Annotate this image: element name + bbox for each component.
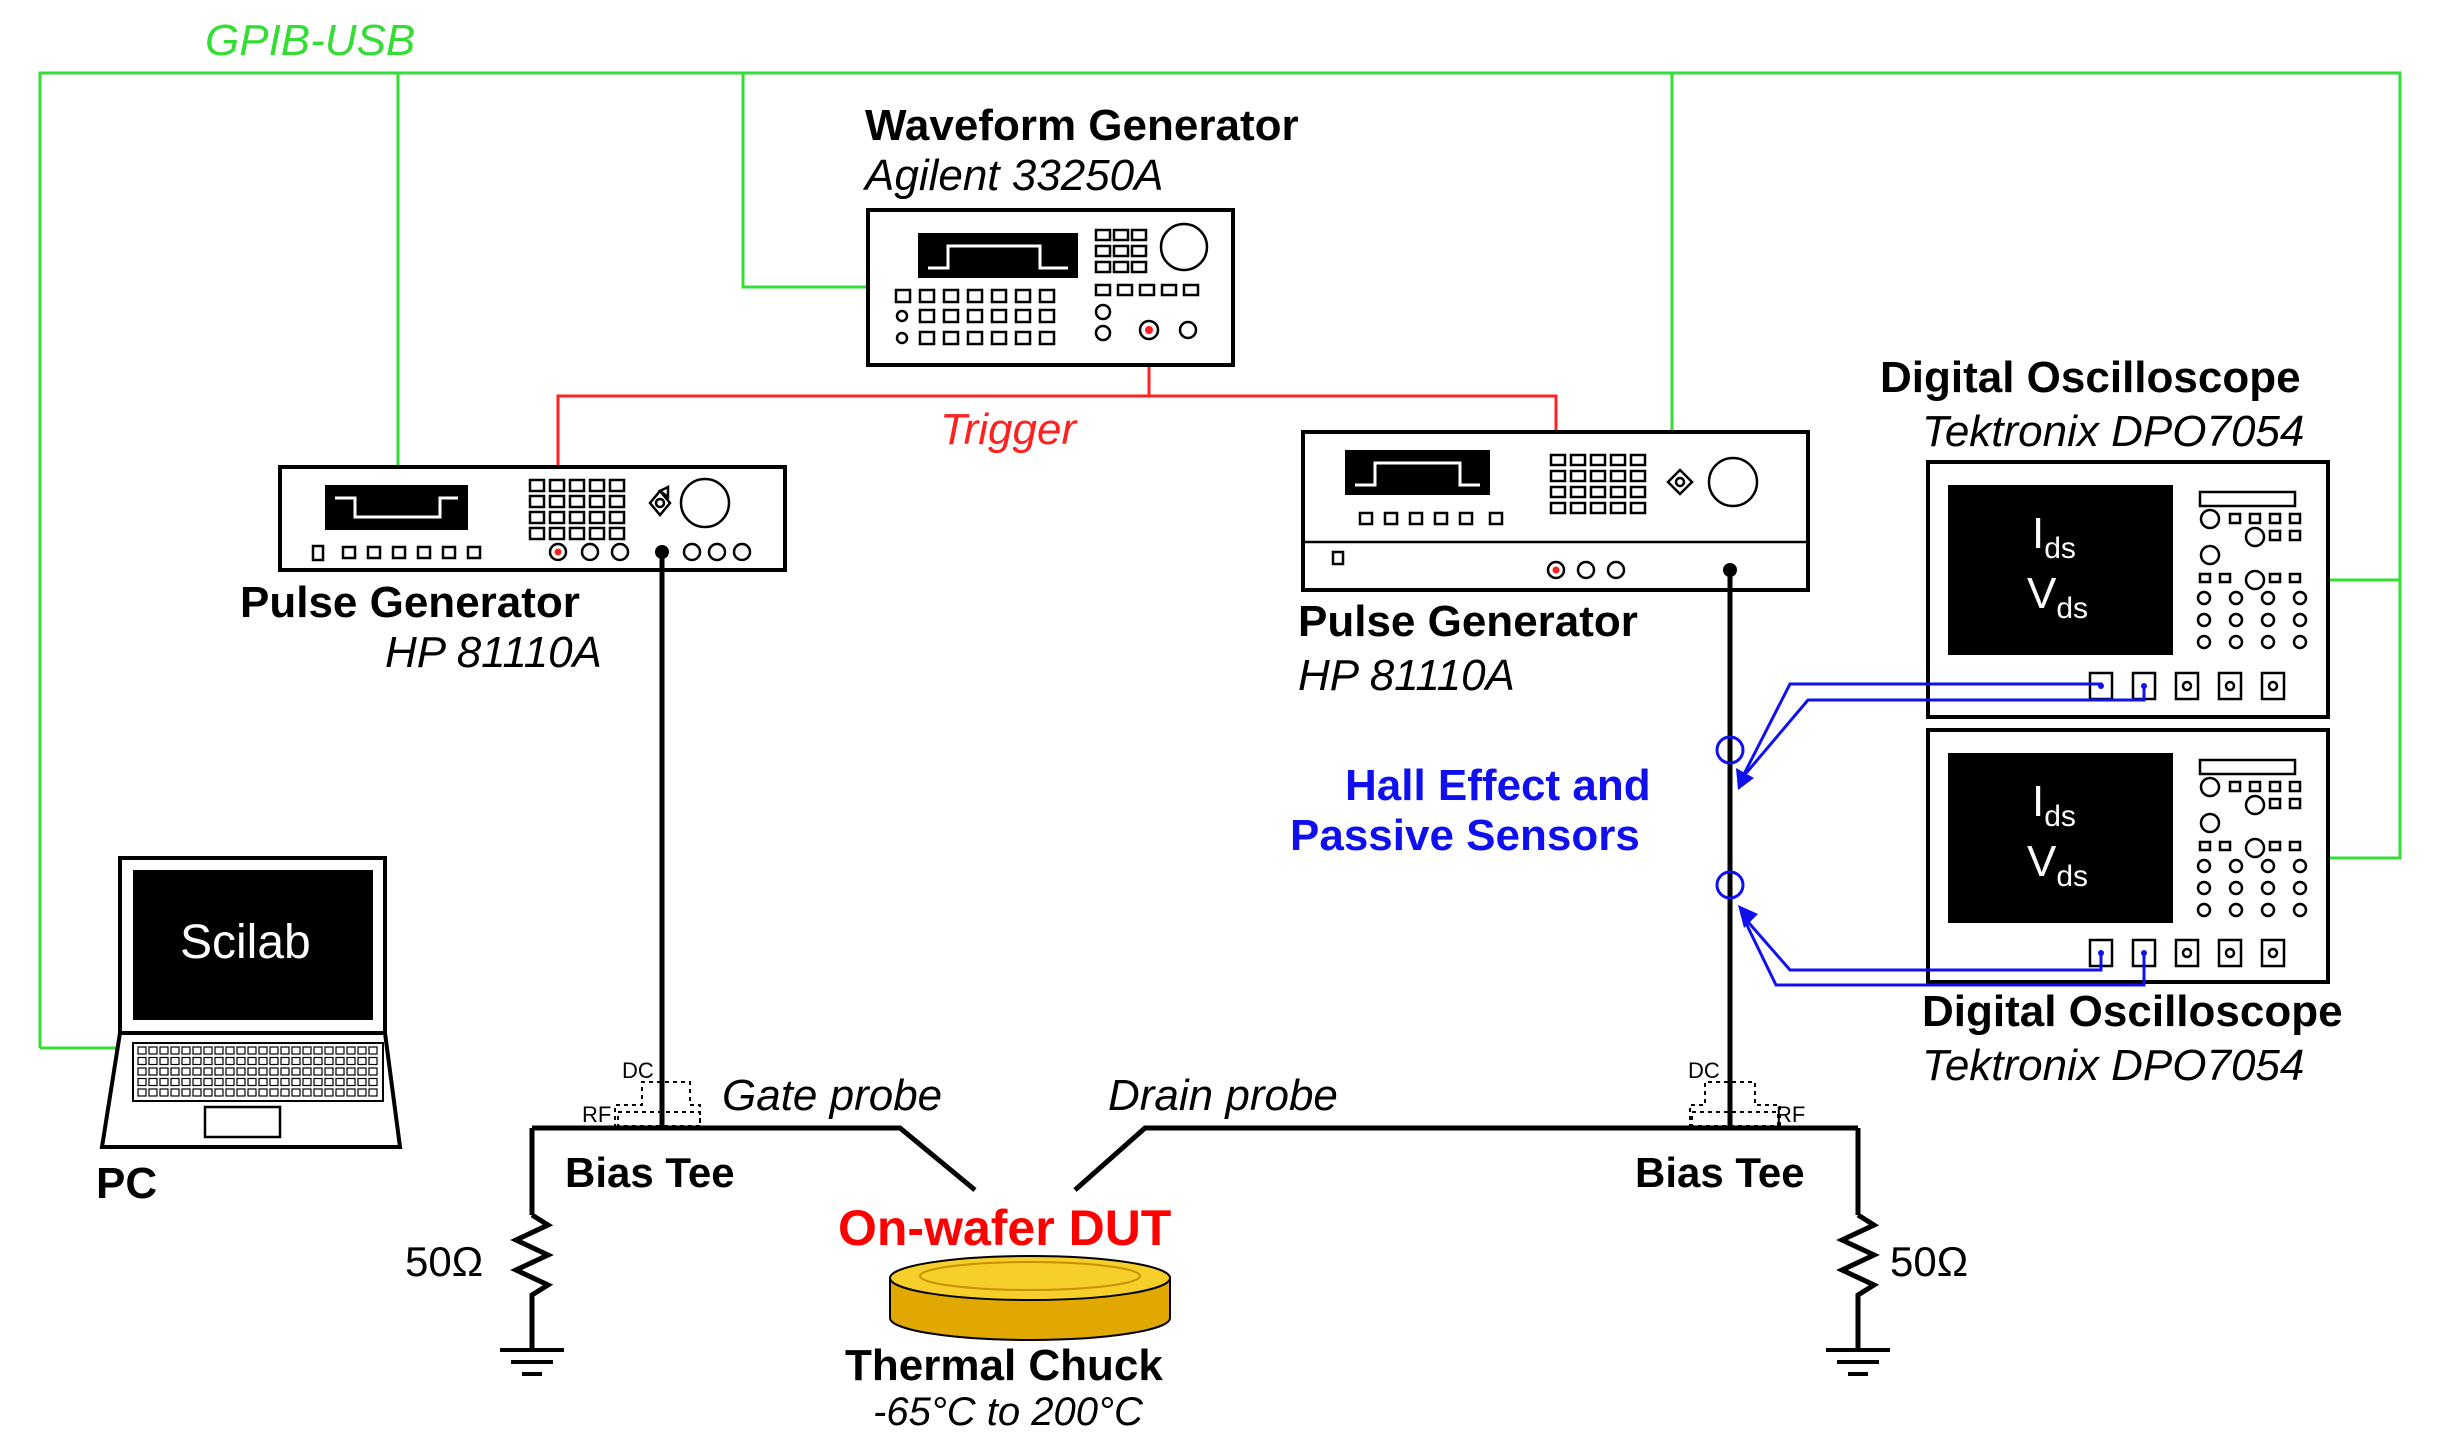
laptop-screen [133, 870, 373, 1020]
bias-tee-right [1689, 1081, 1781, 1128]
ids-symbol: I [2032, 509, 2044, 558]
svg-text:Ids: Ids [2032, 777, 2076, 833]
signal-wiring [529, 552, 1861, 1215]
resistor-left-label: 50Ω [405, 1238, 483, 1285]
thermal-chuck-icon [889, 1255, 1171, 1341]
sensors-label-line1: Hall Effect and [1345, 761, 1651, 810]
thermal-chuck-title: Thermal Chuck [845, 1341, 1163, 1390]
vds-subscript: ds [2056, 860, 2088, 893]
oscilloscope-top-model: Tektronix DPO7054 [1922, 407, 2304, 456]
waveform-generator-model: Agilent 33250A [862, 151, 1163, 200]
oscilloscope-bottom-title: Digital Oscilloscope [1922, 987, 2343, 1036]
drain-probe-label: Drain probe [1108, 1071, 1338, 1120]
arrow-pad-icon [648, 484, 672, 517]
ids-symbol: I [2032, 777, 2044, 826]
ground-right-icon [1826, 1348, 1890, 1376]
oscilloscope-top-title: Digital Oscilloscope [1880, 353, 2301, 402]
bias-tee-right-dc: DC [1688, 1058, 1720, 1083]
oscilloscope-top: Ids Vds [1926, 460, 2330, 719]
thermal-chuck-range: -65°C to 200°C [873, 1390, 1144, 1434]
waveform-generator-title: Waveform Generator [865, 101, 1299, 150]
resistor-right-label: 50Ω [1890, 1238, 1968, 1285]
pulse-generator-right-display [1345, 450, 1490, 495]
bias-tee-left-label: Bias Tee [565, 1149, 735, 1196]
svg-text:Vds: Vds [2027, 837, 2088, 893]
waveform-generator-display [918, 233, 1078, 278]
pulse-generator-right-model: HP 81110A [1298, 651, 1515, 700]
bias-tee-left [614, 1081, 701, 1128]
oscilloscope-bottom-model: Tektronix DPO7054 [1922, 1041, 2304, 1090]
bias-tee-left-dc: DC [622, 1058, 654, 1083]
gate-probe-label: Gate probe [722, 1071, 942, 1120]
ids-subscript: ds [2044, 800, 2076, 833]
pulse-generator-left [278, 465, 787, 572]
svg-text:Vds: Vds [2027, 569, 2088, 625]
vds-symbol: V [2027, 569, 2057, 618]
vds-subscript: ds [2056, 592, 2088, 625]
ids-subscript: ds [2044, 532, 2076, 565]
pulse-generator-right-title: Pulse Generator [1298, 597, 1638, 646]
gpib-usb-label: GPIB-USB [205, 16, 415, 65]
pc-label: PC [96, 1159, 157, 1208]
laptop-pc [99, 856, 403, 1149]
bias-tee-right-label: Bias Tee [1635, 1149, 1805, 1196]
svg-text:Ids: Ids [2032, 509, 2076, 565]
ground-left-icon [500, 1348, 564, 1376]
dut-label: On-wafer DUT [838, 1200, 1171, 1256]
bias-tee-left-rf: RF [582, 1102, 611, 1127]
keyboard [137, 1046, 378, 1097]
arrow-pad-icon [1666, 468, 1694, 496]
gpib-bus [38, 71, 2402, 1050]
pulse-generator-right [1301, 430, 1810, 592]
waveform-generator [866, 208, 1235, 367]
vds-symbol: V [2027, 837, 2057, 886]
laptop-screen-label: Scilab [180, 916, 311, 969]
pulse-generator-left-display [325, 485, 468, 530]
bias-tee-right-rf: RF [1776, 1102, 1805, 1127]
resistor-left-icon [510, 1212, 554, 1350]
current-sensors [1715, 682, 2146, 987]
trigger-label: Trigger [940, 405, 1078, 454]
oscilloscope-top-screen [1948, 485, 2173, 655]
oscilloscope-bottom: Ids Vds [1926, 728, 2330, 984]
resistor-right-icon [1836, 1212, 1880, 1350]
oscilloscope-bottom-screen [1948, 753, 2173, 923]
pulse-generator-left-title: Pulse Generator [240, 578, 580, 627]
pulse-generator-left-model: HP 81110A [385, 628, 602, 677]
sensors-label-line2: Passive Sensors [1290, 811, 1640, 860]
